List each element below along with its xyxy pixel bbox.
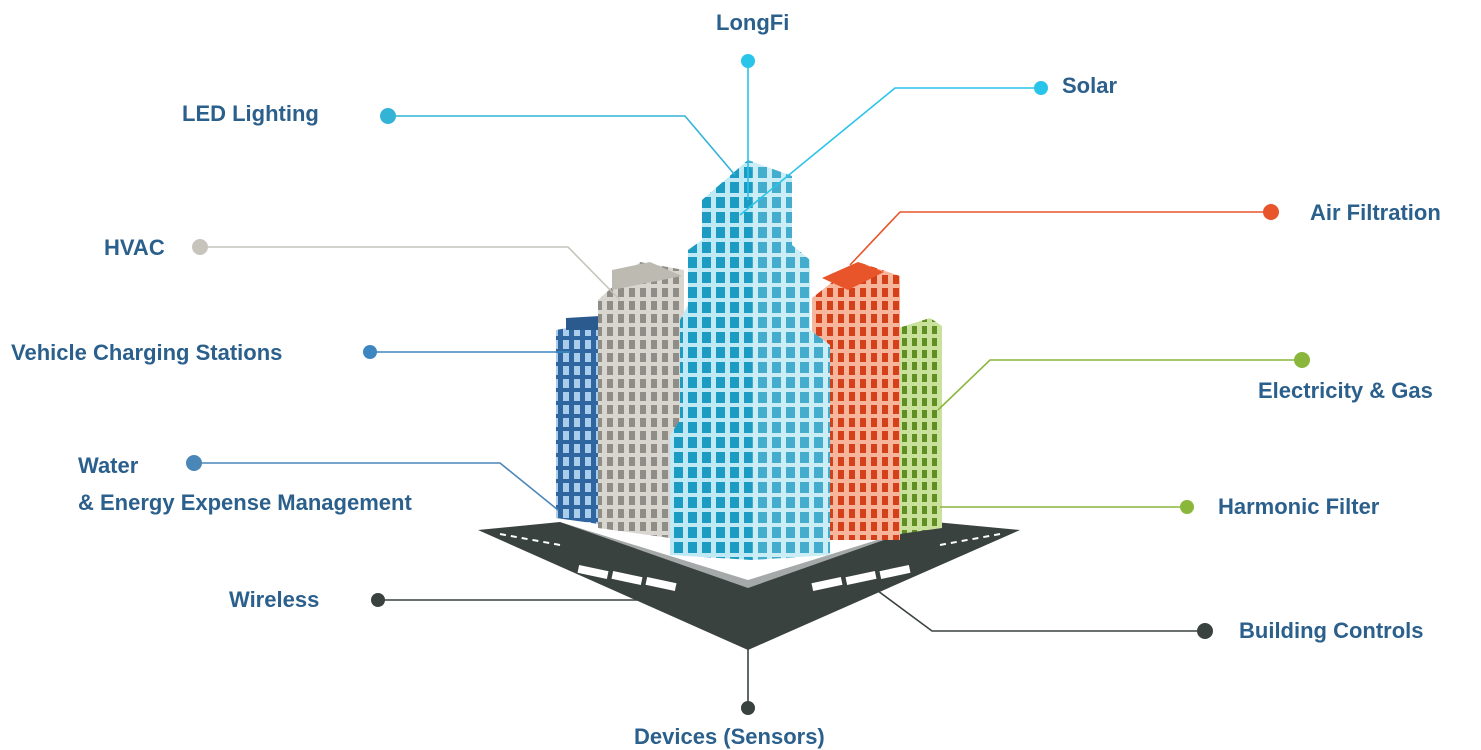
label-air-filtration: Air Filtration [1310,200,1441,225]
dot-electricity [1294,352,1310,368]
dot-harmonic [1180,500,1194,514]
label-water-line1: Water [78,453,139,478]
label-led-lighting: LED Lighting [182,101,319,126]
dot-water [186,455,202,471]
label-vehicle-charging: Vehicle Charging Stations [11,340,283,365]
connector-solar [739,87,1041,216]
connector-building-controls [869,584,1205,632]
connector-air [849,211,1271,266]
dot-air [1263,204,1279,220]
label-water-line2: & Energy Expense Management [78,490,412,515]
label-hvac: HVAC [104,235,165,260]
dot-solar [1034,81,1048,95]
building-cluster-icon [556,160,942,560]
label-solar: Solar [1062,73,1118,98]
connector-led [388,115,736,176]
connector-electricity [937,359,1302,411]
road-intersection-icon [478,522,1020,650]
connector-hvac [200,246,621,301]
label-harmonic-filter: Harmonic Filter [1218,494,1380,519]
connector-lines [194,61,1302,708]
label-devices: Devices (Sensors) [634,724,825,749]
dot-longfi [741,54,755,68]
dot-building-controls [1197,623,1213,639]
dot-led [380,108,396,124]
connector-water [194,462,559,511]
label-building-controls: Building Controls [1239,618,1424,643]
dot-wireless [371,593,385,607]
dot-devices [741,701,755,715]
label-longfi: LongFi [716,10,790,35]
label-wireless: Wireless [229,587,320,612]
connector-dots [186,54,1310,715]
dot-vehicle [363,345,377,359]
dot-hvac [192,239,208,255]
label-electricity-gas: Electricity & Gas [1258,378,1433,403]
